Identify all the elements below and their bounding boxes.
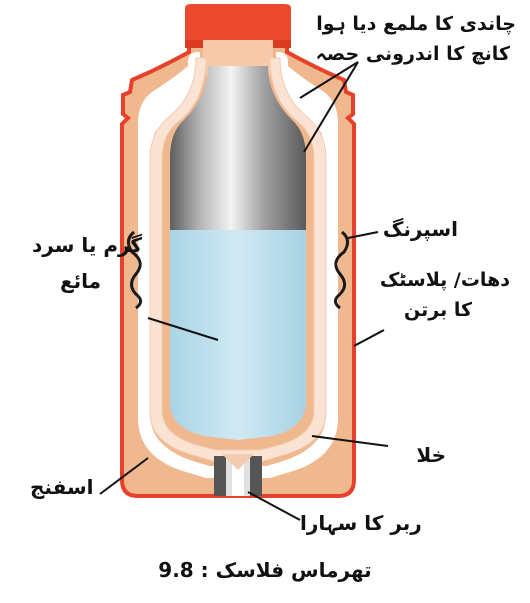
label-outer-case-line1: دھات/ پلاسٹک [380,270,510,292]
caption-number: 9.8 [158,558,193,582]
label-sponge: اسفنج [30,476,94,499]
caption-text: تھرماس فلاسک [216,558,372,582]
label-liquid-line2: مائع [60,270,101,293]
figure-caption: تھرماس فلاسک : 9.8 [0,558,530,582]
liquid [170,230,306,440]
label-silvered-glass-line2: کانچ کا اندرونی حصہ [316,44,510,66]
rubber-support [214,454,262,496]
cap [185,4,291,46]
label-silvered-glass-line1: چاندی کا ملمع دیا ہوا [316,14,516,36]
label-liquid-line1: گرم یا سرد [32,234,142,257]
leader-outer-case [354,330,384,346]
caption-separator: : [194,558,209,582]
label-rubber-support: ربر کا سہارا [300,512,422,535]
label-spring: اسپرنگ [383,218,458,241]
label-outer-case-line2: کا برتن [404,300,472,322]
label-vacuum: خلا [416,444,446,467]
